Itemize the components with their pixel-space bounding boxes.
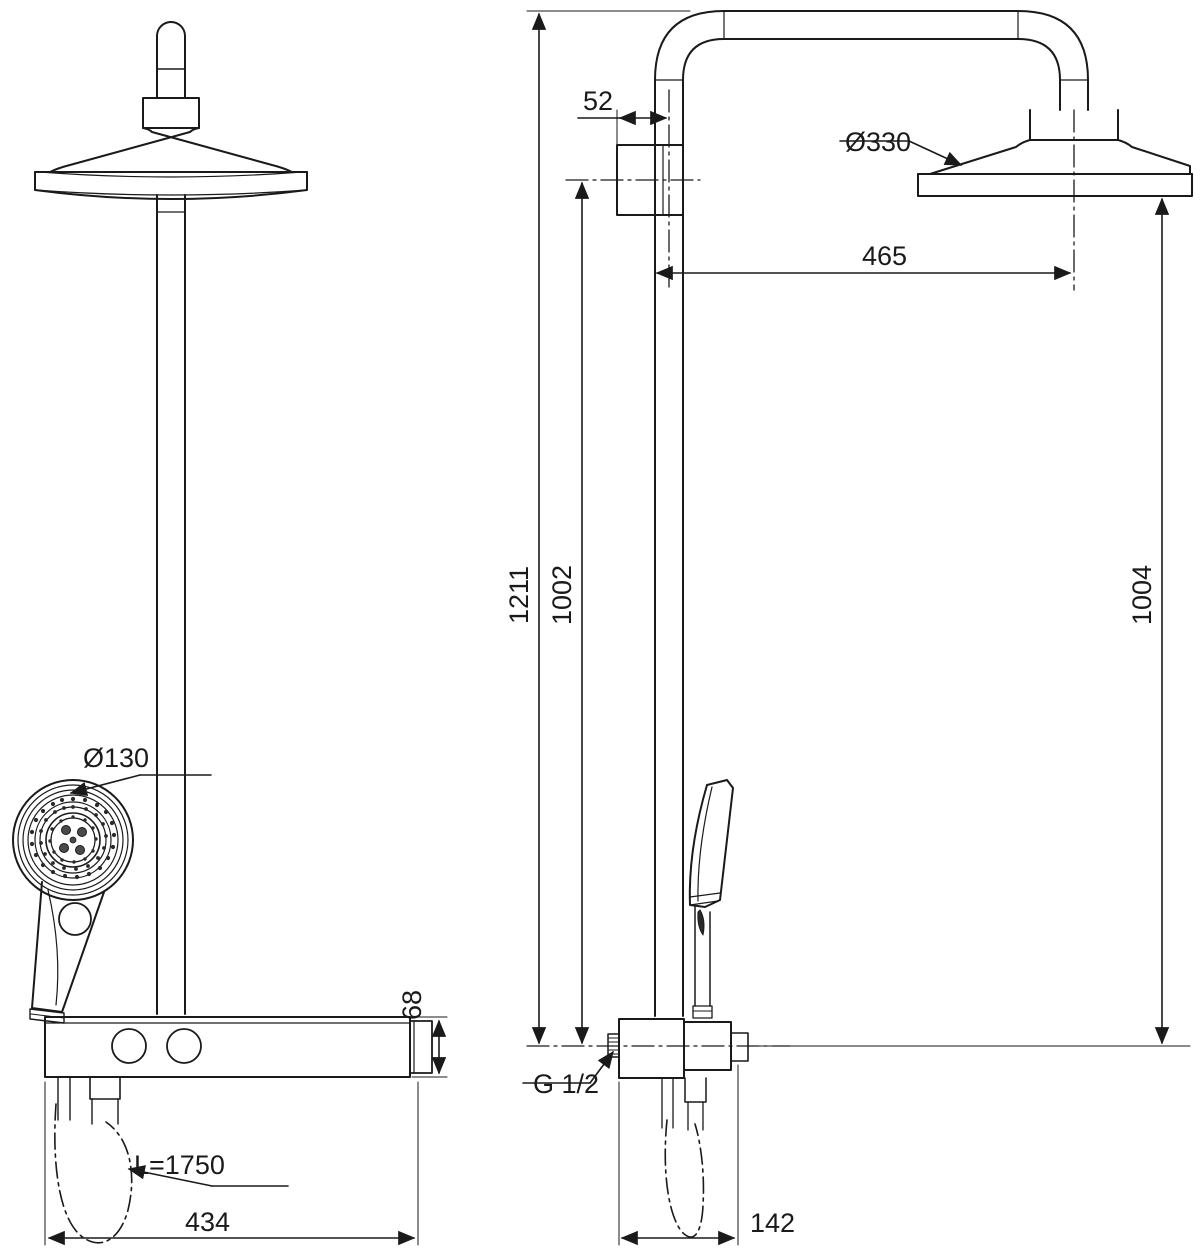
side-overhead-shower-head <box>917 109 1193 197</box>
leader-hose-length <box>127 1165 289 1187</box>
dim-68 <box>411 1016 448 1078</box>
label-height-1002: 1002 <box>547 565 577 625</box>
front-hose-outlet <box>57 1076 121 1125</box>
front-view <box>12 21 448 1246</box>
front-upper-inlet-tube <box>156 21 186 99</box>
label-overhead-diameter: Ø330 <box>845 127 911 157</box>
side-shower-hose <box>664 1119 705 1238</box>
control-knob-left <box>111 1028 147 1064</box>
label-thread-g12: G 1/2 <box>533 1069 599 1099</box>
dim-1004 <box>749 197 1191 1047</box>
front-riser-bar <box>156 194 186 1015</box>
dim-1211 <box>526 10 691 1045</box>
front-thermostatic-bar <box>44 1016 433 1078</box>
side-riser-bar <box>654 249 684 1017</box>
label-reach-465: 465 <box>862 241 907 271</box>
label-height-1004: 1004 <box>1127 565 1157 625</box>
leader-handshower-dia <box>69 774 212 796</box>
leader-overhead-dia <box>839 140 963 166</box>
dim-434 <box>44 1081 419 1246</box>
front-overhead-shower-head <box>34 127 308 200</box>
label-offset-52: 52 <box>583 86 613 116</box>
side-view <box>522 10 1193 1246</box>
label-depth-142: 142 <box>750 1208 795 1238</box>
label-bar-height-68: 68 <box>397 990 427 1020</box>
centre-lines <box>526 89 1075 1047</box>
side-shower-arm <box>654 10 1089 251</box>
dim-52 <box>577 109 668 151</box>
label-handshower-diameter: Ø130 <box>83 743 149 773</box>
side-hand-shower <box>688 779 734 1019</box>
front-hand-shower <box>12 779 134 1024</box>
side-thermostatic-body <box>607 1018 749 1131</box>
label-hose-length: L=1750 <box>134 1150 225 1180</box>
dim-142 <box>618 1064 739 1246</box>
spray-nozzle-dots <box>29 796 117 880</box>
front-shower-hose <box>54 1103 133 1244</box>
label-width-434: 434 <box>185 1207 230 1237</box>
dimension-labels: Ø130 Ø330 52 465 1211 1002 1004 68 L=175… <box>83 86 1157 1238</box>
front-shower-head-neck <box>142 97 200 129</box>
label-height-1211: 1211 <box>504 566 534 624</box>
leader-thread <box>522 1050 614 1084</box>
control-knob-right <box>166 1028 202 1064</box>
